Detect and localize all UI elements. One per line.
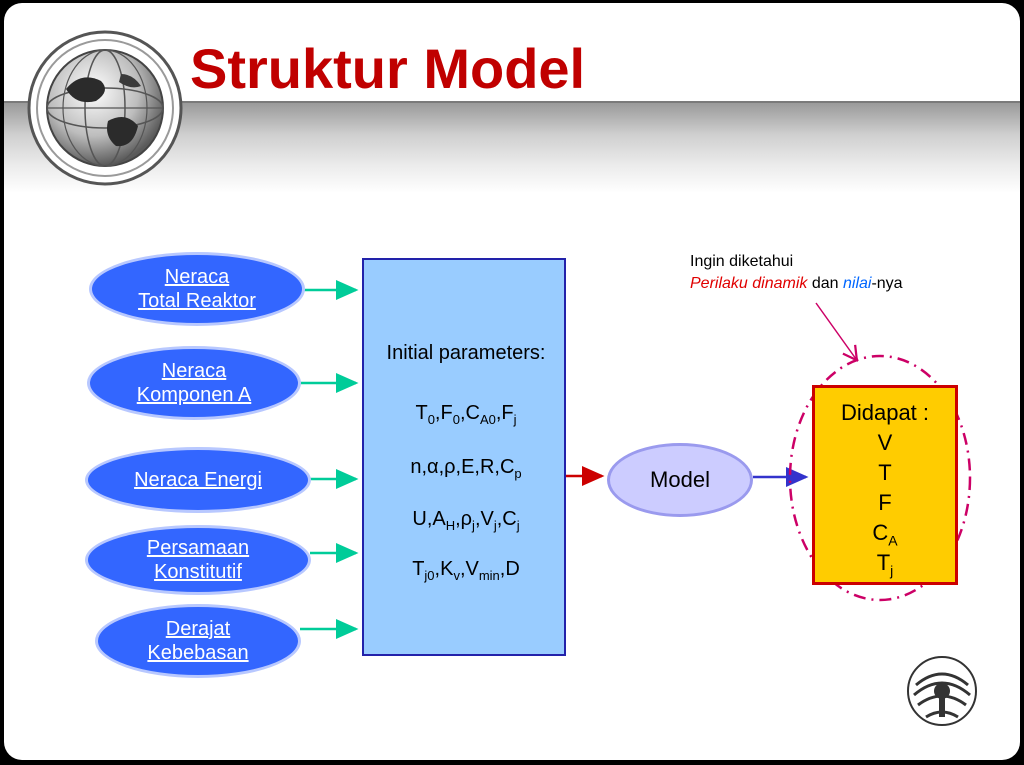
page-title: Struktur Model — [190, 37, 586, 100]
node-label-line1: Neraca — [161, 360, 227, 382]
node-label-line1: Neraca Energi — [134, 469, 262, 491]
model-node: Model — [607, 443, 753, 517]
node-label-line2: Komponen A — [136, 384, 252, 406]
header-divider — [4, 101, 1020, 104]
node-neraca-total-reaktor: Neraca Total Reaktor — [89, 252, 305, 326]
node-derajat-kebebasan: Derajat Kebebasan — [95, 604, 301, 678]
param-row: T0,F0,CA0,Fj — [415, 402, 517, 427]
initial-parameters-box: Initial parameters: T0,F0,CA0,Fj n,α,ρ,E… — [362, 258, 566, 656]
note-line2: Perilaku dinamik dan nilai-nya — [690, 275, 903, 292]
node-label-line1: Neraca — [164, 266, 230, 288]
node-neraca-energi: Neraca Energi — [85, 447, 311, 513]
node-neraca-komponen-a: Neraca Komponen A — [87, 346, 301, 420]
globe-icon — [26, 29, 184, 187]
initial-parameters-title: Initial parameters: — [386, 342, 546, 364]
result-item: Tj — [876, 550, 894, 579]
param-row: U,AH,ρj,Vj,Cj — [412, 508, 520, 533]
result-title: Didapat : — [840, 400, 930, 425]
param-row: n,α,ρ,E,R,Cp — [410, 456, 522, 481]
node-label-line2: Kebebasan — [147, 642, 249, 664]
node-label-line2: Total Reaktor — [138, 290, 256, 312]
node-label-line1: Persamaan — [146, 537, 250, 559]
param-row: Tj0,Kv,Vmin,D — [412, 558, 520, 583]
node-label-line1: Derajat — [165, 618, 231, 640]
arrow-to-note — [815, 302, 856, 359]
note-line1: Ingin diketahui — [690, 253, 794, 270]
result-box: Didapat : V T F CA Tj — [812, 385, 958, 585]
connector-layer — [300, 280, 972, 639]
result-item: CA — [872, 520, 898, 549]
node-label-line2: Konstitutif — [154, 561, 242, 583]
slide: Struktur Model Neraca Total — [4, 3, 1020, 760]
highlight-dashed-circle — [788, 354, 972, 602]
model-label: Model — [650, 467, 710, 492]
result-item: F — [878, 490, 892, 515]
university-emblem-icon — [906, 655, 978, 727]
node-persamaan-konstitutif: Persamaan Konstitutif — [85, 525, 311, 595]
annotation-note: Ingin diketahui Perilaku dinamik dan nil… — [690, 251, 903, 295]
result-item: T — [878, 460, 892, 485]
result-item: V — [877, 430, 893, 455]
